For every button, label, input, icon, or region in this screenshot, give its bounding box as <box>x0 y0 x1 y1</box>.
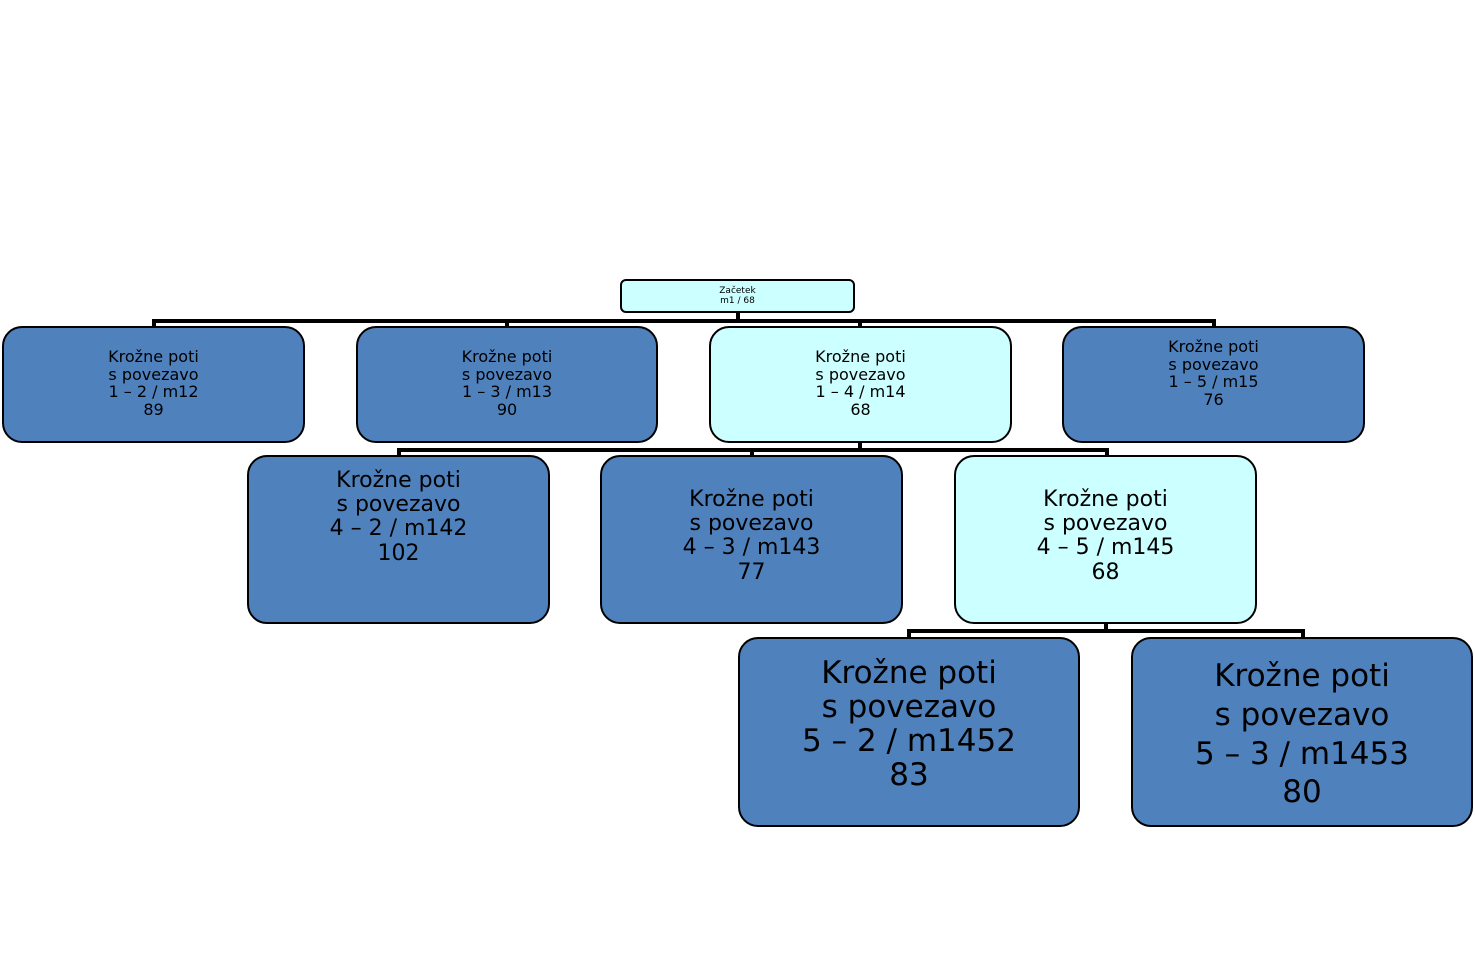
node-1-3: Krožne poti s povezavo 1 – 3 / m13 90 <box>356 326 658 443</box>
node-value: 102 <box>377 540 420 566</box>
connector-root-stem <box>736 313 740 320</box>
node-value: 80 <box>1282 774 1322 811</box>
connector-level3-drop-b <box>1301 629 1305 638</box>
connector-level1-drop-d <box>1212 319 1216 327</box>
node-value: 90 <box>496 399 518 419</box>
node-4-2: Krožne poti s povezavo 4 – 2 / m142 102 <box>247 455 550 624</box>
node-label-line: s povezavo <box>815 364 906 384</box>
node-label-line: 1 – 2 / m12 <box>108 382 199 402</box>
connector-level3-bar <box>907 629 1305 633</box>
node-label-line: Začetek <box>719 286 756 296</box>
node-label-line: Krožne poti <box>336 468 461 493</box>
node-label-line: s povezavo <box>1168 354 1259 374</box>
node-4-3: Krožne poti s povezavo 4 – 3 / m143 77 <box>600 455 903 624</box>
node-label-line: s povezavo <box>821 689 997 726</box>
node-label-line: Krožne poti <box>1043 487 1168 512</box>
node-label-line: 4 – 5 / m145 <box>1036 535 1175 561</box>
node-label-line: 5 – 2 / m1452 <box>802 723 1016 760</box>
node-label-line: 5 – 3 / m1453 <box>1195 735 1409 772</box>
connector-level2-drop-b <box>750 448 754 456</box>
connector-level1-drop-a <box>152 319 156 327</box>
node-1-4: Krožne poti s povezavo 1 – 4 / m14 68 <box>709 326 1012 443</box>
node-5-3: Krožne poti s povezavo 5 – 3 / m1453 80 <box>1131 637 1473 827</box>
node-label-line: s povezavo <box>689 511 814 537</box>
connector-level1-drop-c <box>858 319 862 327</box>
node-label-line: Krožne poti <box>461 347 553 366</box>
connector-level3-drop-a <box>907 629 911 638</box>
node-4-5: Krožne poti s povezavo 4 – 5 / m145 68 <box>954 455 1257 624</box>
node-value: 68 <box>850 399 871 419</box>
node-label-line: m1 / 68 <box>720 295 755 306</box>
node-label-line: s povezavo <box>108 364 199 384</box>
node-label-line: Krožne poti <box>815 347 906 366</box>
node-label-line: 1 – 5 / m15 <box>1168 372 1259 392</box>
node-label-line: Krožne poti <box>108 347 199 366</box>
node-label-line: 4 – 2 / m142 <box>329 516 468 542</box>
node-label-line: Krožne poti <box>1214 658 1390 694</box>
node-label-line: Krožne poti <box>689 487 814 512</box>
node-label-line: s povezavo <box>1214 696 1390 733</box>
connector-level2-drop-c <box>1105 448 1109 456</box>
node-value: 68 <box>1091 559 1120 585</box>
node-value: 76 <box>1203 389 1224 409</box>
node-value: 89 <box>143 399 164 419</box>
node-root: Začetek m1 / 68 <box>620 279 855 313</box>
node-value: 83 <box>889 757 929 794</box>
connector-level2-drop-a <box>397 448 401 456</box>
connector-level2-stem <box>858 443 862 451</box>
node-label-line: Krožne poti <box>1168 337 1259 356</box>
connector-level1-bar <box>152 319 1216 323</box>
node-value: 77 <box>737 559 766 585</box>
node-5-2: Krožne poti s povezavo 5 – 2 / m1452 83 <box>738 637 1080 827</box>
node-label-line: 4 – 3 / m143 <box>682 535 821 561</box>
node-label-line: Krožne poti <box>821 655 997 691</box>
connector-level1-drop-b <box>505 319 509 327</box>
node-label-line: 1 – 4 / m14 <box>815 382 906 402</box>
node-label-line: s povezavo <box>461 364 553 384</box>
node-1-5: Krožne poti s povezavo 1 – 5 / m15 76 <box>1062 326 1365 443</box>
node-label-line: 1 – 3 / m13 <box>461 382 553 402</box>
node-label-line: s povezavo <box>1043 511 1168 537</box>
node-label-line: s povezavo <box>336 492 461 518</box>
connector-level3-stem <box>1104 624 1108 632</box>
node-1-2: Krožne poti s povezavo 1 – 2 / m12 89 <box>2 326 305 443</box>
